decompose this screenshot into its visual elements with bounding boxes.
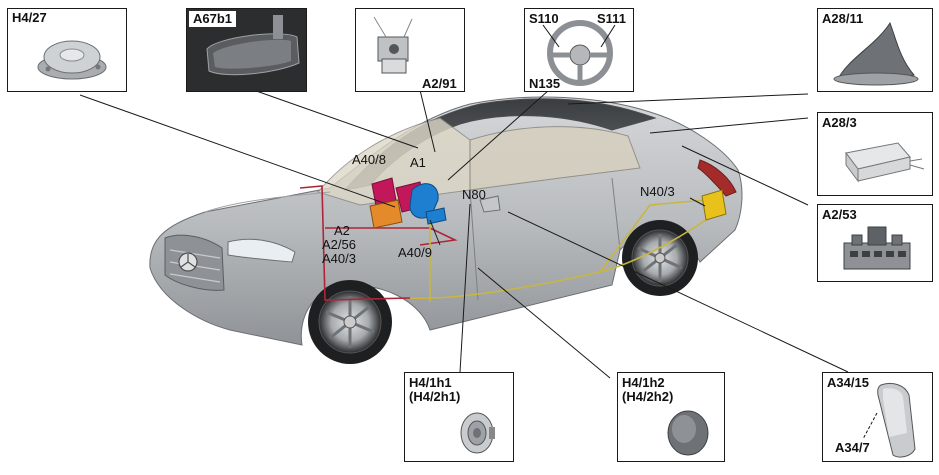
label-s111: S111: [597, 11, 626, 26]
steering-wheel-icon: [542, 20, 616, 86]
component-box-a28-3: A28/3: [817, 112, 933, 196]
n40-3-unit: [701, 189, 727, 221]
label-a40-8: A40/8: [352, 152, 386, 167]
component-box-a67b1: A67b1: [186, 8, 307, 92]
speaker-h4-27-icon: [37, 40, 107, 80]
component-box-a2-91: A2/91: [355, 8, 465, 92]
component-box-steering-wheel: S110 S111 N135: [524, 8, 634, 92]
label-h4-27: H4/27: [12, 10, 47, 25]
label-h4-2h2: (H4/2h2): [622, 389, 674, 404]
label-a2-56: A2/56: [322, 237, 356, 252]
car-body: [149, 96, 743, 346]
rearview-mirror-icon: [187, 9, 306, 91]
label-h4-1h1: H4/1h1: [409, 375, 452, 390]
label-a1: A1: [410, 155, 426, 170]
label-a2-91: A2/91: [422, 76, 457, 91]
leader-lines: [79, 79, 849, 379]
antenna-amplifier-icon: [845, 142, 925, 183]
label-a34-7: A34/7: [835, 440, 870, 455]
label-a34-15: A34/15: [827, 375, 869, 390]
component-box-h4-1h2: H4/1h2 (H4/2h2): [617, 372, 725, 462]
label-s110: S110: [529, 11, 559, 26]
label-a40-9: A40/9: [398, 245, 432, 260]
label-h4-1h2: H4/1h2: [622, 375, 665, 390]
label-h4-2h1: (H4/2h1): [409, 389, 461, 404]
label-a28-11: A28/11: [822, 11, 864, 26]
rear-wheel: [622, 220, 698, 296]
component-box-a34-15: A34/15 A34/7: [822, 372, 933, 462]
a40-9-unit: [425, 207, 447, 225]
component-box-h4-1h1: H4/1h1 (H4/2h1): [404, 372, 514, 462]
wiring-harness: [299, 185, 721, 302]
component-box-h4-27: H4/27: [7, 8, 127, 92]
label-a2: A2: [334, 223, 350, 238]
camera-a2-91-icon: [373, 16, 413, 74]
telephone-cradle-icon: [862, 382, 916, 458]
label-a67b1: A67b1: [189, 11, 237, 27]
tuner-unit-icon: [843, 226, 911, 270]
tweeter-speaker-icon: [460, 412, 495, 454]
label-a2-53: A2/53: [822, 207, 857, 222]
component-box-a2-53: A2/53: [817, 204, 933, 282]
front-wheel: [308, 280, 392, 364]
label-a40-3: A40/3: [322, 251, 356, 266]
shark-fin-antenna-icon: [833, 21, 919, 86]
label-n135: N135: [529, 76, 561, 91]
component-box-a28-11: A28/11: [817, 8, 933, 92]
midrange-speaker-icon: [667, 410, 709, 456]
label-n40-3: N40/3: [640, 184, 675, 199]
label-n80: N80: [462, 187, 486, 202]
label-a28-3: A28/3: [822, 115, 857, 130]
